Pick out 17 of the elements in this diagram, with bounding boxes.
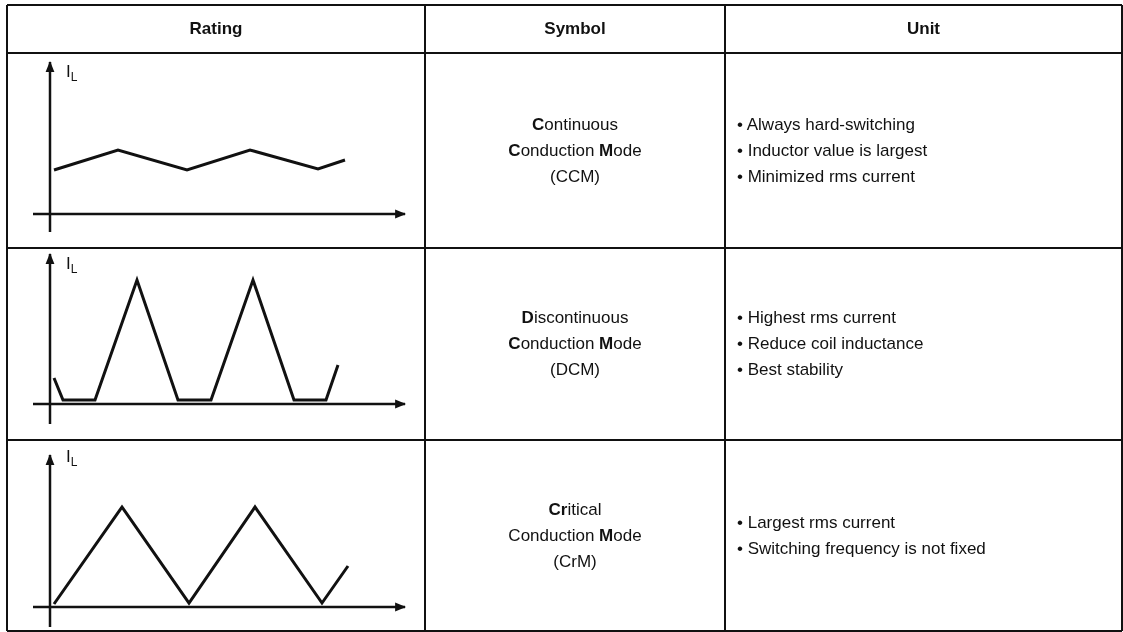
bullet-point: • Inductor value is largest (737, 139, 928, 162)
axis-label: I$_{L}$ (66, 447, 78, 470)
bullet-point: • Always hard-switching (737, 113, 916, 136)
axis-label: I$_{L}$ (66, 62, 78, 85)
bullet-point: • Switching frequency is not fixed (737, 537, 986, 560)
column-header: Symbol (544, 19, 606, 39)
column-header: Unit (906, 19, 940, 39)
bullet-point: • Best stability (737, 359, 845, 381)
column-header: Rating (189, 19, 243, 39)
mode-name: Continuous Conduction Mode (CCM) (507, 113, 643, 188)
bullet-point: • Highest rms current (737, 307, 897, 329)
axis-label: I$_{L}$ (66, 254, 78, 277)
mode-name: Discontinuous Conduction Mode (DCM) (507, 307, 643, 381)
bullet-point: • Largest rms current (737, 511, 897, 534)
bullet-point: • Minimized rms current (737, 165, 916, 188)
mode-name: Critical Conduction Mode (CrM) (507, 498, 643, 573)
bullet-point: • Reduce coil inductance (737, 333, 924, 355)
